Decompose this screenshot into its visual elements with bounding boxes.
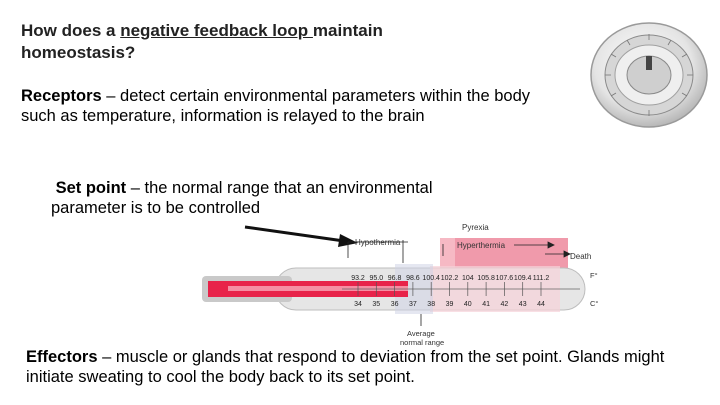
fahrenheit-tick-label: 100.4 (422, 275, 440, 282)
set-point-text: – the normal range that an environmental… (51, 179, 433, 217)
fahrenheit-tick-label: 98.6 (406, 275, 420, 282)
label-normal-range: normal range (400, 338, 444, 347)
celsius-tick-label: 42 (501, 301, 509, 308)
pointer-arrow-icon (244, 225, 358, 247)
celsius-tick-label: 38 (427, 301, 435, 308)
set-point-term: Set point (55, 179, 127, 197)
label-average: Average (407, 329, 435, 338)
label-death: Death (570, 252, 591, 261)
fahrenheit-tick-label: 95.0 (369, 275, 383, 282)
celsius-tick-label: 44 (537, 301, 545, 308)
receptors-term: Receptors (21, 87, 102, 105)
title-link-negative-feedback-loop: negative feedback loop (120, 21, 313, 40)
celsius-tick-label: 39 (446, 301, 454, 308)
fahrenheit-tick-label: 102.2 (441, 275, 459, 282)
title-pre: How does a (21, 21, 121, 40)
label-hypothermia: Hypothermia (355, 238, 401, 247)
title-line2: homeostasis? (21, 43, 136, 62)
fahrenheit-tick-label: 96.8 (388, 275, 402, 282)
fahrenheit-tick-label: 109.4 (514, 275, 532, 282)
title-post: maintain (312, 21, 383, 40)
thermostat-image (590, 22, 708, 128)
effectors-term: Effectors (26, 348, 98, 366)
celsius-tick-label: 36 (391, 301, 399, 308)
label-hyperthermia: Hyperthermia (457, 241, 506, 250)
fahrenheit-tick-label: 93.2 (351, 275, 365, 282)
label-fahrenheit-unit: F° (590, 271, 598, 280)
slide-title: How does a negative feedback loop mainta… (21, 20, 491, 64)
celsius-tick-label: 43 (519, 301, 527, 308)
label-celsius-unit: C° (590, 299, 598, 308)
set-point-paragraph: Set point – the normal range that an env… (51, 179, 511, 218)
thermometer-diagram: 93.2 34 95.0 35 96.8 36 98.6 37 100.4 38 102.2 39 10… (202, 223, 598, 347)
fahrenheit-tick-label: 104 (462, 275, 474, 282)
celsius-tick-label: 37 (409, 301, 417, 308)
receptors-paragraph: Receptors – detect certain environmental… (21, 87, 541, 126)
celsius-tick-label: 40 (464, 301, 472, 308)
celsius-tick-label: 41 (482, 301, 490, 308)
fahrenheit-tick-label: 105.8 (477, 275, 495, 282)
receptors-text: – detect certain environmental parameter… (21, 87, 531, 125)
effectors-paragraph: Effectors – muscle or glands that respon… (26, 348, 706, 387)
celsius-tick-label: 34 (354, 301, 362, 308)
scale-ticks: 93.2 34 95.0 35 96.8 36 98.6 37 100.4 38 102.2 39 10… (351, 275, 549, 308)
fahrenheit-tick-label: 107.6 (496, 275, 514, 282)
fahrenheit-tick-label: 111.2 (533, 275, 550, 282)
label-pyrexia: Pyrexia (462, 223, 489, 232)
zone-arrows (347, 240, 571, 326)
celsius-tick-label: 35 (372, 301, 380, 308)
effectors-text: – muscle or glands that respond to devia… (26, 348, 665, 386)
